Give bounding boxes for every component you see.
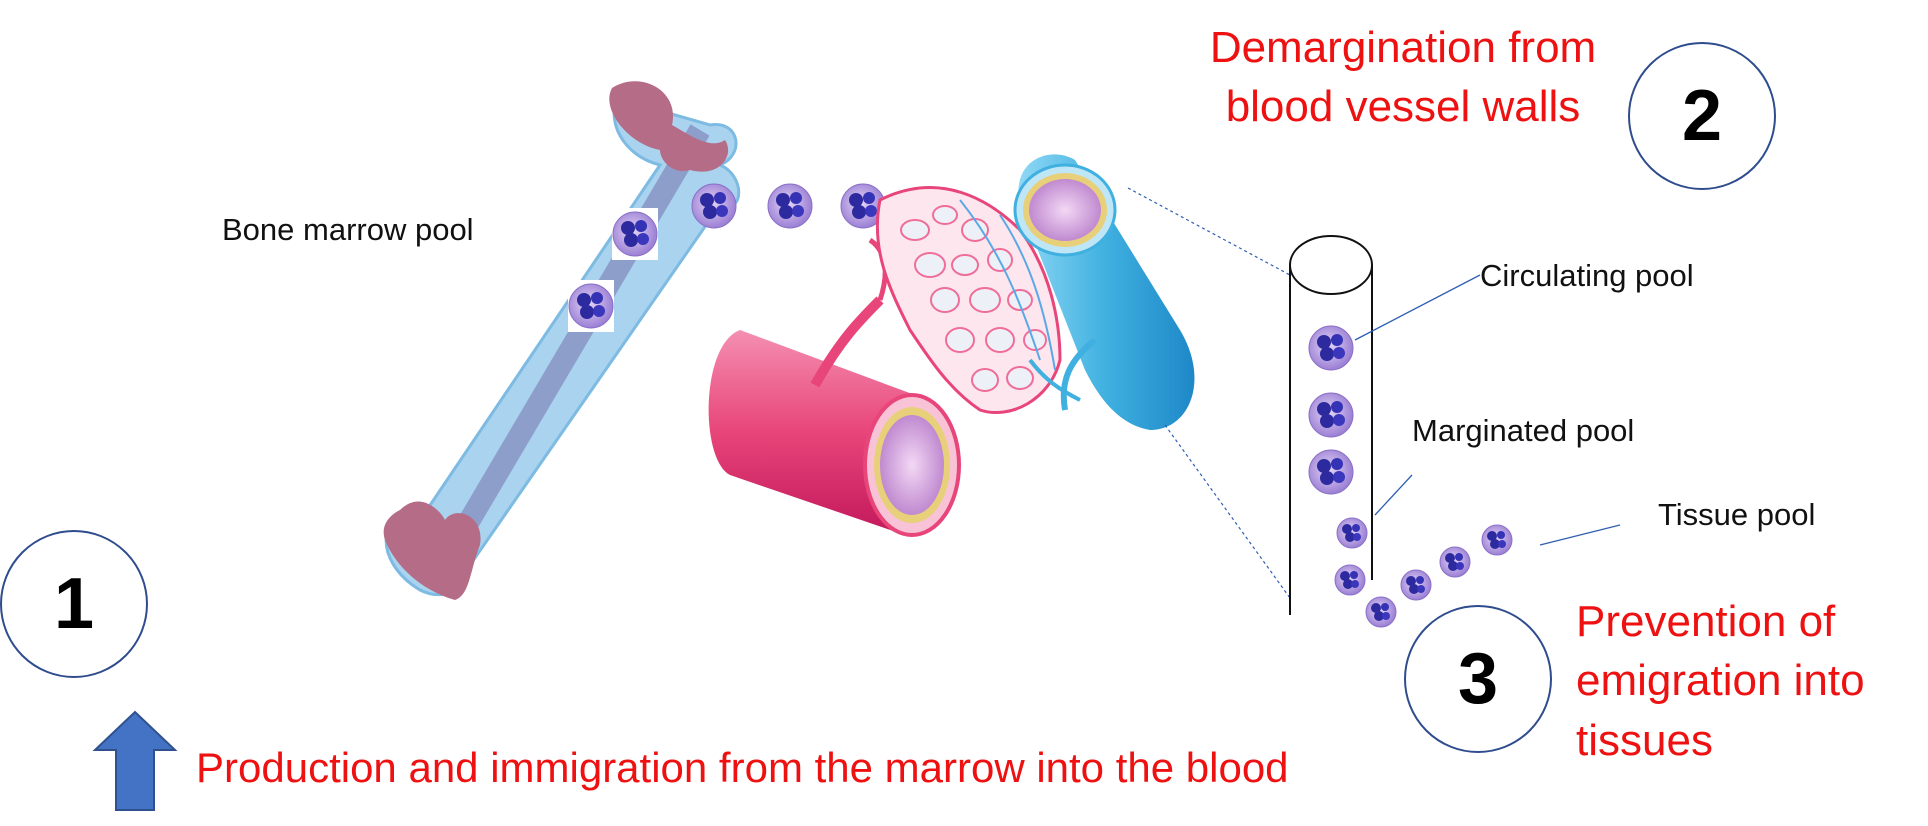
step-3-line-1: Prevention of <box>1576 597 1836 646</box>
artery-icon <box>708 237 961 537</box>
step-1-circle: 1 <box>0 530 148 678</box>
neutrophil-cell-icon <box>1308 449 1354 495</box>
bone-icon <box>383 81 741 600</box>
neutrophil-cell-icon <box>1308 325 1354 371</box>
neutrophil-cell-icon <box>612 211 658 257</box>
neutrophil-cell-icon <box>1439 546 1471 578</box>
circulating-pool-label: Circulating pool <box>1480 258 1694 293</box>
marginated-pool-label: Marginated pool <box>1412 413 1635 448</box>
vessel-cylinder-icon <box>1289 235 1373 615</box>
step-1-text: Production and immigration from the marr… <box>196 744 1289 791</box>
step-2-line-2: blood vessel walls <box>1225 82 1581 132</box>
label-leader-lines <box>1354 274 1621 546</box>
zoom-guide-lines <box>1127 187 1291 599</box>
capillary-bed-icon <box>875 186 1062 415</box>
step-2-circle: 2 <box>1628 42 1776 190</box>
bone-marrow-pool-label: Bone marrow pool <box>222 212 474 247</box>
neutrophil-cell-icon <box>691 183 737 229</box>
neutrophil-cell-icon <box>1336 517 1368 549</box>
vein-icon <box>1013 154 1195 430</box>
step-3-line-2: emigration into <box>1576 656 1865 706</box>
neutrophil-cell-icon <box>1334 564 1366 596</box>
bone-marrow-cells <box>568 183 886 332</box>
step-2-text: Demargination from blood vessel walls <box>1193 18 1613 137</box>
neutrophil-cell-icon <box>767 183 813 229</box>
neutrophil-cell-icon <box>1365 596 1397 628</box>
neutrophil-cell-icon <box>568 283 614 329</box>
step-3-line-3: tissues <box>1576 715 1713 765</box>
neutrophil-cell-icon <box>1400 569 1432 601</box>
step-3-circle: 3 <box>1404 605 1552 753</box>
tissue-pool-label: Tissue pool <box>1658 497 1816 532</box>
up-arrow-icon <box>92 710 178 811</box>
step-2-line-1: Demargination from <box>1209 23 1597 72</box>
step-3-text: Prevention of emigration into tissues <box>1576 592 1865 770</box>
neutrophil-cell-icon <box>1481 524 1513 556</box>
neutrophil-cell-icon <box>1308 392 1354 438</box>
